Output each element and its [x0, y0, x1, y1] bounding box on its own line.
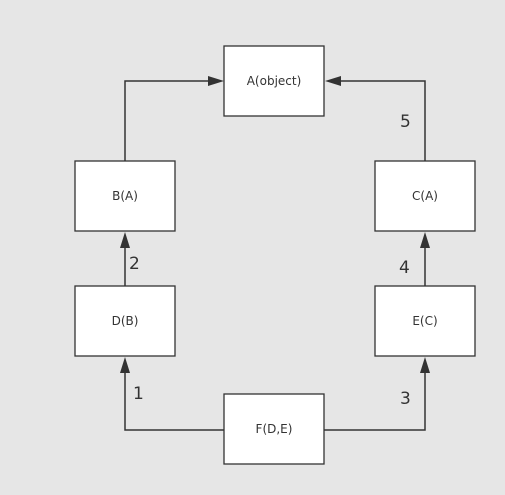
edge-label-5: 5	[400, 112, 411, 132]
node-a-box	[223, 45, 325, 117]
edge-label-2: 2	[129, 254, 140, 274]
node-a: A(object)	[223, 45, 325, 117]
node-b: B(A)	[74, 160, 176, 232]
node-e: E(C)	[374, 285, 476, 357]
edge-label-3: 3	[400, 389, 411, 409]
node-c: C(A)	[374, 160, 476, 232]
node-d-label: D(B)	[112, 314, 139, 328]
edge-f-to-d-arrowhead	[120, 357, 130, 373]
node-b-box	[74, 160, 176, 232]
edge-e-to-c-arrowhead	[420, 232, 430, 248]
edge-labels: 1 2 3 4 5	[129, 112, 411, 409]
edge-b-to-a-arrowhead	[208, 76, 224, 86]
node-e-box	[374, 285, 476, 357]
edge-c-to-a-line	[339, 80, 426, 161]
edge-label-1: 1	[133, 384, 144, 404]
node-f: F(D,E)	[223, 393, 325, 465]
node-e-label: E(C)	[412, 314, 437, 328]
edge-d-to-b-arrowhead	[120, 232, 130, 248]
edge-label-4: 4	[399, 258, 410, 278]
edge-f-to-e-arrowhead	[420, 357, 430, 373]
node-d: D(B)	[74, 285, 176, 357]
node-a-label: A(object)	[247, 74, 302, 88]
node-d-box	[74, 285, 176, 357]
edges	[120, 76, 430, 431]
edge-b-to-a-line	[124, 80, 210, 161]
node-c-label: C(A)	[412, 189, 438, 203]
node-f-label: F(D,E)	[256, 422, 293, 436]
edge-c-to-a-arrowhead	[325, 76, 341, 86]
node-b-label: B(A)	[112, 189, 138, 203]
node-f-box	[223, 393, 325, 465]
edge-f-to-e-line	[324, 371, 426, 431]
node-c-box	[374, 160, 476, 232]
edge-f-to-d-line	[124, 371, 224, 431]
